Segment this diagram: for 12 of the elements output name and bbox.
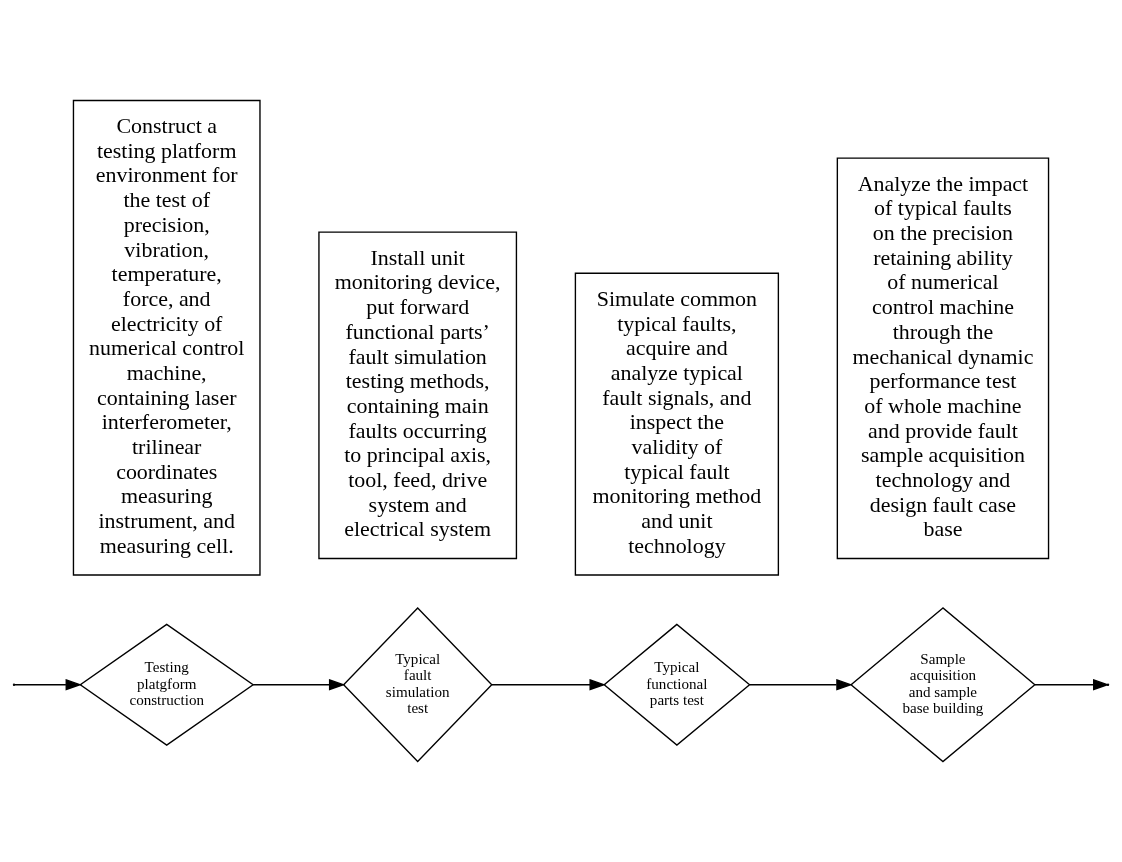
node-box: Simulate common typical faults, acquire and analyze typical fault signals, and inspect the validity of typical fault monitoring method and unit technology bbox=[574, 272, 780, 576]
node-diamond: Typical functional parts test bbox=[603, 623, 751, 746]
node-box: Install unit monitoring device, put forward functional parts’ fault simulation testing methods, containing main faults occurring to principal axis, tool, feed, drive system and electrical system bbox=[318, 231, 518, 560]
arrow bbox=[252, 678, 346, 691]
node-diamond: Typical fault simulation test bbox=[342, 606, 493, 763]
node-diamond: Sample acquisition and sample base building bbox=[850, 607, 1036, 763]
node-box: Analyze the impact of typical faults on the precision retaining ability of numerical control machine through the mechanical dynamic performance test of whole machine and provide fault sample acquisition technology and design fault case base bbox=[836, 157, 1050, 560]
node-box: Construct a testing platform environment for the test of precision, vibration, temperature, force, and electricity of numerical control machine, containing laser interferometer, trilinear coordinates measuring instrument, and measuring cell. bbox=[72, 99, 261, 576]
arrow bbox=[13, 678, 83, 691]
arrow bbox=[491, 678, 606, 691]
arrow bbox=[749, 678, 853, 691]
node-diamond: Testing platgform construction bbox=[79, 623, 255, 746]
